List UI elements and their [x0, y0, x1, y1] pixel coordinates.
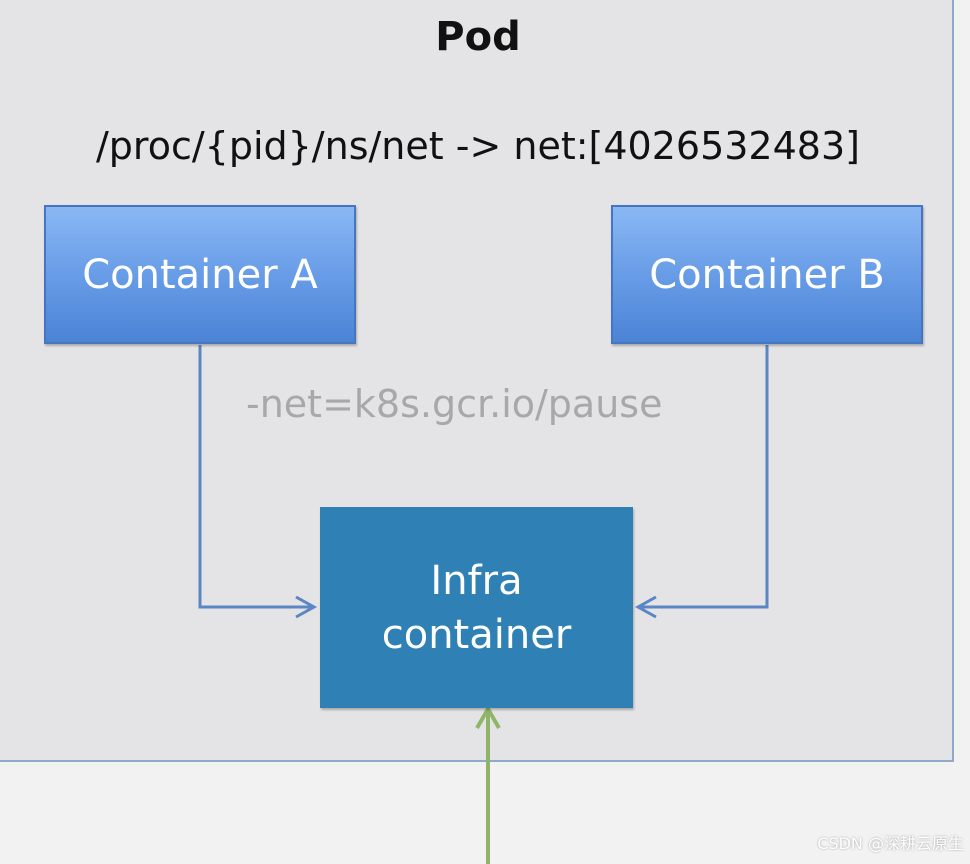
- pod-title: Pod: [435, 14, 521, 60]
- watermark: CSDN @深耕云原生: [817, 834, 964, 853]
- infra-label-line2: container: [381, 611, 572, 658]
- container-a-box: Container A: [44, 205, 356, 344]
- pause-image-label: -net=k8s.gcr.io/pause: [246, 382, 663, 426]
- infra-label-line1: Infra: [430, 557, 523, 604]
- container-b-label: Container B: [649, 251, 885, 298]
- container-b-box: Container B: [611, 205, 923, 344]
- infra-container-box: Infra container: [320, 507, 633, 708]
- network-namespace-path: /proc/{pid}/ns/net -> net:[4026532483]: [96, 124, 860, 168]
- container-a-label: Container A: [82, 251, 318, 298]
